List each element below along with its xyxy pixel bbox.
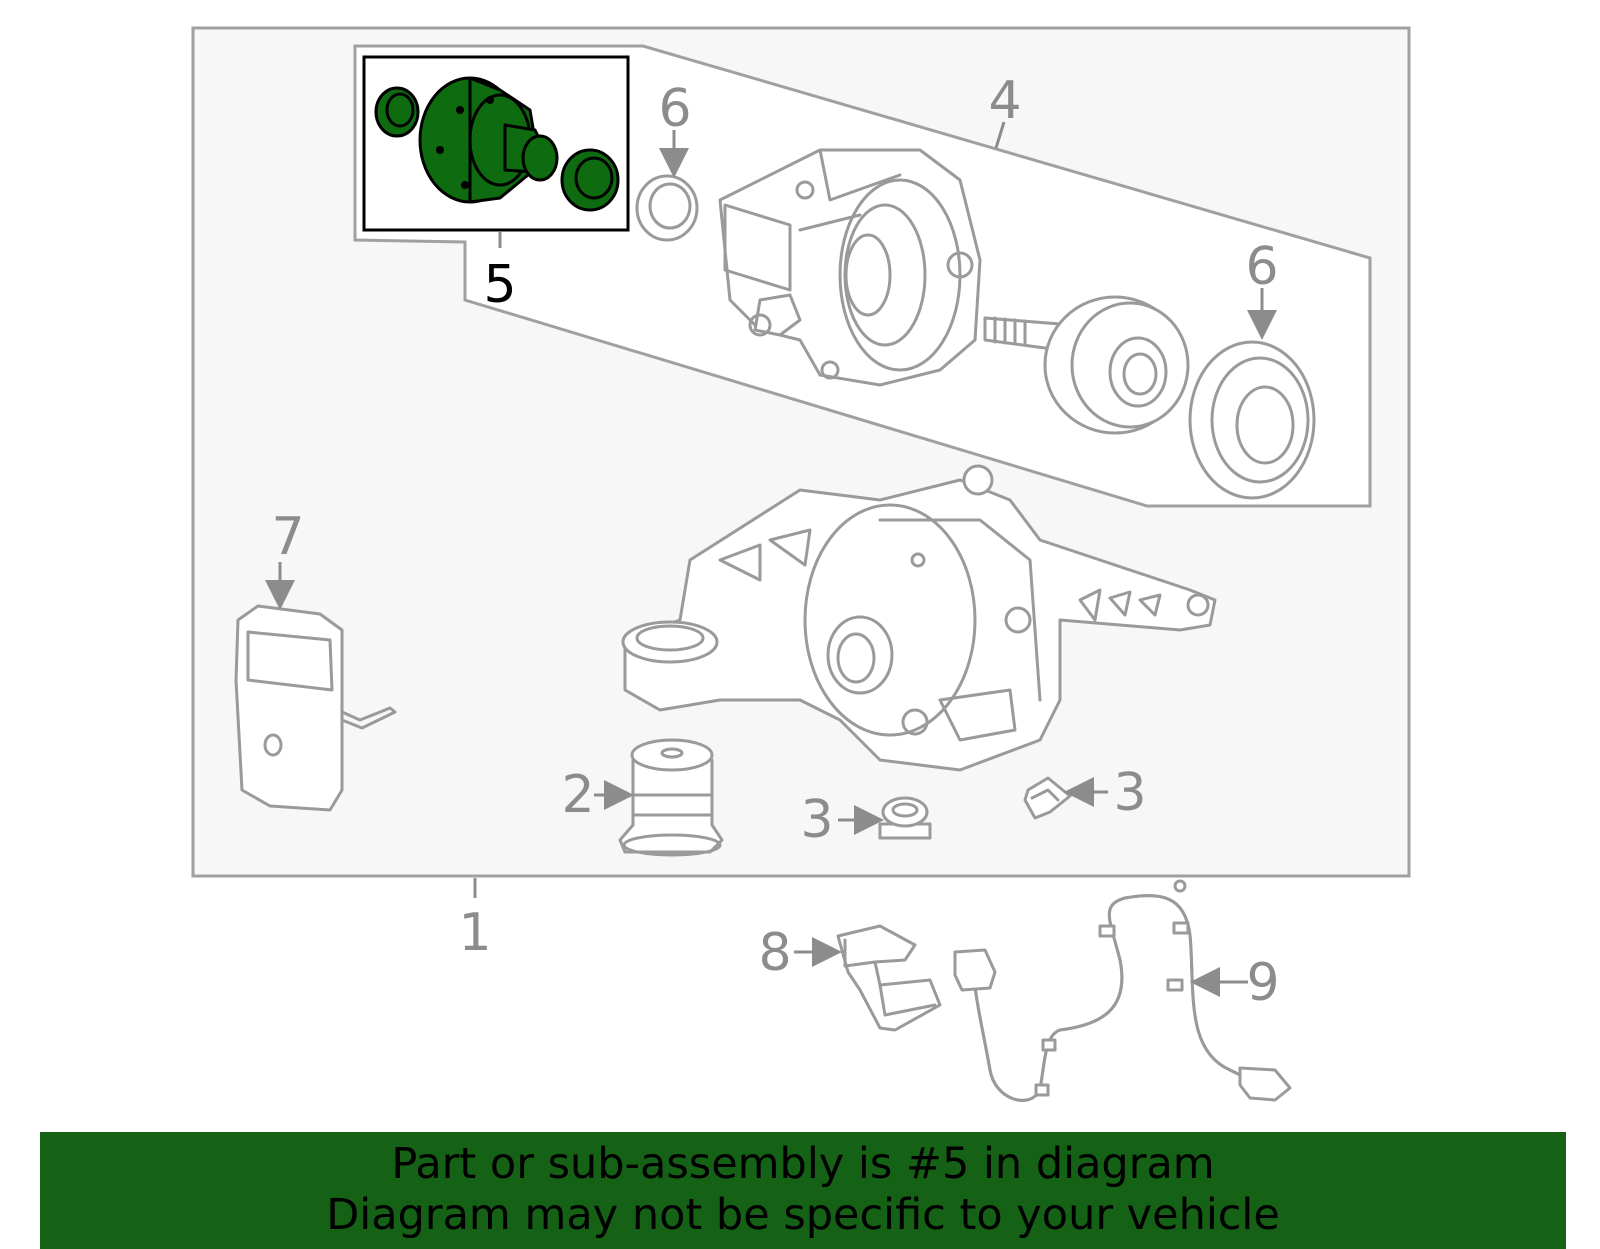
leader-4 <box>994 121 1006 149</box>
callout-8[interactable]: 8 <box>758 923 791 983</box>
part-2-bushing[interactable] <box>618 738 724 857</box>
part-3-plug-center[interactable] <box>878 796 932 840</box>
callout-5[interactable]: 5 <box>483 255 516 315</box>
callout-4[interactable]: 4 <box>988 71 1021 131</box>
callout-7[interactable]: 7 <box>271 507 304 567</box>
part-5-differential-case[interactable] <box>374 76 620 212</box>
callout-2[interactable]: 2 <box>561 765 594 825</box>
part-6-seal-left[interactable] <box>635 174 699 242</box>
part-4-pinion-shaft[interactable] <box>983 295 1190 435</box>
callout-6-left[interactable]: 6 <box>658 79 691 139</box>
part-1-differential-carrier[interactable] <box>621 464 1217 772</box>
part-9-wiring-harness[interactable] <box>953 879 1292 1102</box>
part-6-seal-right[interactable] <box>1188 340 1316 500</box>
part-8-bracket[interactable] <box>836 924 942 1032</box>
callout-3-left[interactable]: 3 <box>800 790 833 850</box>
callout-6-right[interactable]: 6 <box>1245 237 1278 297</box>
part-7-cover[interactable] <box>234 604 397 812</box>
callout-3-right[interactable]: 3 <box>1113 763 1146 823</box>
info-banner: Part or sub-assembly is #5 in diagram Di… <box>40 1132 1566 1249</box>
part-4-carrier-housing[interactable] <box>718 148 982 387</box>
callout-9[interactable]: 9 <box>1246 953 1279 1013</box>
part-3-plug-right[interactable] <box>1023 776 1072 820</box>
banner-line-part: Part or sub-assembly is #5 in diagram <box>391 1139 1215 1189</box>
banner-line-disclaimer: Diagram may not be specific to your vehi… <box>326 1190 1280 1240</box>
callout-1[interactable]: 1 <box>458 903 491 963</box>
